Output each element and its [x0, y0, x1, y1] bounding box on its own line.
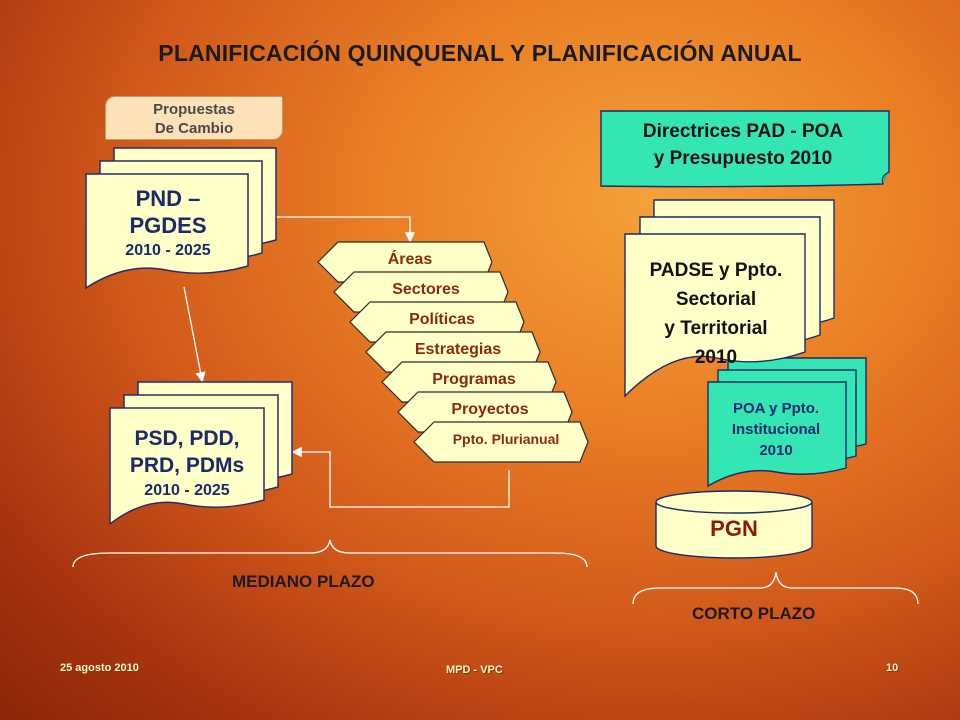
middle-arrow-label: Estrategias	[414, 341, 502, 358]
poa-line2: Institucional	[731, 421, 821, 438]
pnd-text: PND – PGDES 2010 - 2025	[88, 186, 248, 262]
brace-corto	[632, 571, 919, 605]
middle-arrow-label: Áreas	[387, 251, 433, 268]
padse-document-stack	[624, 199, 835, 398]
middle-arrow-label: Programas	[432, 371, 516, 388]
padse-line4: 2010	[694, 347, 738, 368]
mediano-plazo-label: MEDIANO PLAZO	[232, 572, 375, 591]
corto-plazo-label: CORTO PLAZO	[692, 604, 816, 623]
psd-line1: PSD, PDD,	[134, 427, 240, 450]
directrices-text: Directrices PAD - POA y Presupuesto 2010	[600, 118, 886, 172]
poa-document-stack	[707, 357, 867, 488]
middle-arrow-label: Políticas	[409, 311, 475, 328]
connector-pnd-psd	[183, 286, 206, 383]
directrices-line2: y Presupuesto 2010	[653, 148, 833, 169]
middle-arrow-label: Sectores	[392, 281, 460, 298]
pgn-label: PGN	[710, 516, 758, 541]
connector-pnd-areas	[276, 216, 416, 243]
propuestas-line1: Propuestas	[153, 101, 235, 118]
slide-title: PLANIFICACIÓN QUINQUENAL Y PLANIFICACIÓN…	[158, 40, 802, 66]
brace-mediano	[72, 539, 588, 568]
middle-arrow-label: Ppto. Plurianual	[452, 431, 560, 447]
middle-arrow-label: Proyectos	[451, 401, 529, 418]
directrices-document	[600, 110, 890, 188]
poa-text: POA y Ppto. Institucional 2010	[706, 398, 846, 461]
footer-center: MPD - VPC	[446, 664, 503, 676]
poa-line1: POA y Ppto.	[732, 400, 820, 417]
footer-page: 10	[886, 662, 899, 674]
psd-years: 2010 - 2025	[144, 482, 230, 499]
padse-line1: PADSE y Ppto.	[649, 260, 783, 281]
poa-line3: 2010	[759, 442, 793, 459]
padse-line2: Sectorial	[675, 289, 757, 310]
pnd-line2: PGDES	[129, 213, 207, 238]
propuestas-box: Propuestas De Cambio	[105, 96, 283, 140]
footer-date: 25 agosto 2010	[60, 662, 139, 674]
pnd-document-stack	[85, 147, 277, 290]
pnd-years: 2010 - 2025	[125, 242, 211, 259]
middle-arrow-shape	[413, 421, 589, 463]
pnd-line1: PND –	[135, 186, 201, 211]
psd-text: PSD, PDD, PRD, PDMs 2010 - 2025	[106, 426, 268, 502]
propuestas-line2: De Cambio	[154, 120, 234, 137]
padse-line3: y Territorial	[664, 318, 768, 339]
pgn-cylinder	[655, 490, 813, 559]
directrices-line1: Directrices PAD - POA	[642, 121, 844, 142]
padse-text: PADSE y Ppto. Sectorial y Territorial 20…	[624, 256, 808, 372]
connector-plurianual-psd	[291, 446, 510, 508]
psd-document-stack	[109, 381, 293, 526]
psd-line2: PRD, PDMs	[129, 454, 245, 477]
